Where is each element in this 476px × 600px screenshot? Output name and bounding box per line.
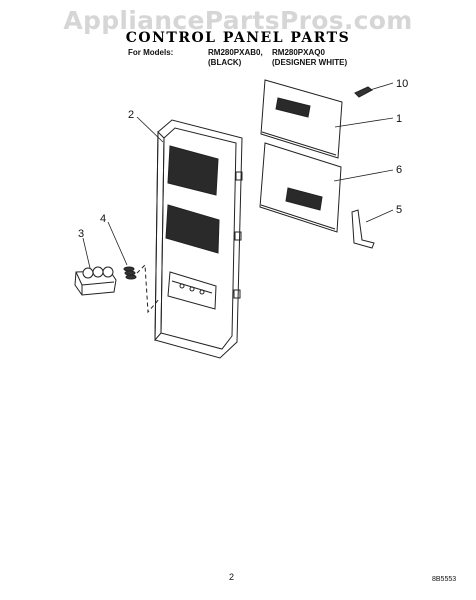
callout-6: 6 bbox=[396, 164, 402, 176]
callout-10: 10 bbox=[396, 78, 408, 90]
models-prefix: For Models: bbox=[128, 48, 174, 57]
callout-3: 3 bbox=[78, 228, 84, 240]
model-2: RM280PXAQ0 bbox=[272, 48, 325, 57]
model-1: RM280PXAB0, bbox=[208, 48, 263, 57]
part-control-panel-frame bbox=[154, 119, 243, 359]
part-bracket bbox=[351, 209, 375, 249]
page-number: 2 bbox=[229, 572, 235, 582]
callout-2: 2 bbox=[128, 109, 134, 121]
part-button-cluster bbox=[74, 266, 117, 296]
watermark: AppliancePartsPros.com bbox=[63, 6, 413, 35]
leader-lines bbox=[82, 82, 394, 269]
page-title: CONTROL PANEL PARTS bbox=[125, 30, 351, 46]
callout-4: 4 bbox=[100, 213, 106, 225]
model-2-variant: (DESIGNER WHITE) bbox=[272, 58, 348, 67]
document-code: 8B5553 bbox=[432, 576, 457, 583]
part-spring bbox=[123, 266, 137, 280]
model-1-variant: (BLACK) bbox=[208, 58, 242, 67]
part-screw bbox=[354, 86, 373, 98]
part-upper-board bbox=[260, 79, 343, 159]
assembly-dashed-line bbox=[131, 263, 161, 314]
model-list: For Models: RM280PXAB0, RM280PXAQ0 (BLAC… bbox=[128, 48, 352, 68]
callout-1: 1 bbox=[396, 113, 402, 125]
part-lower-board bbox=[259, 142, 342, 233]
callout-5: 5 bbox=[396, 204, 402, 216]
